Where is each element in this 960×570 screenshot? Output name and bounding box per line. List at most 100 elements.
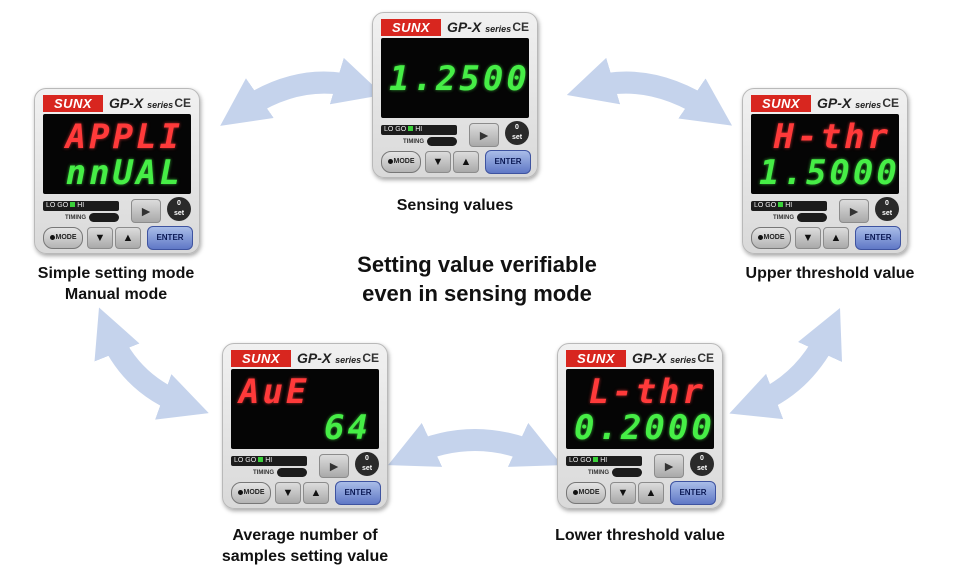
- down-button[interactable]: ▼: [275, 482, 301, 504]
- mode-button[interactable]: MODE: [43, 227, 83, 249]
- right-button[interactable]: ►: [131, 199, 161, 223]
- ce-mark: CE: [174, 96, 191, 110]
- timing-label: TIMING: [403, 139, 424, 145]
- up-button[interactable]: ▲: [823, 227, 849, 249]
- down-arrow-icon: ▼: [617, 487, 629, 499]
- display-line-red: H-thr: [773, 117, 891, 157]
- down-arrow-icon: ▼: [94, 232, 106, 244]
- model-name: GP-X series: [632, 350, 697, 366]
- caption-lower-threshold: Lower threshold value: [555, 527, 725, 544]
- timing-label: TIMING: [253, 470, 274, 476]
- timing-indicator: [89, 213, 119, 222]
- caption-sensing: Sensing values: [396, 197, 514, 214]
- brand-logo: SUNX: [751, 95, 811, 112]
- center-note: Setting value verifiable even in sensing…: [357, 252, 597, 306]
- right-button[interactable]: ►: [839, 199, 869, 223]
- ce-mark: CE: [512, 20, 529, 34]
- arrow-sensing-upper: [566, 57, 733, 126]
- timing-indicator: [277, 468, 307, 477]
- up-button[interactable]: ▲: [115, 227, 141, 249]
- arrow-lower-upper: [729, 307, 843, 420]
- up-arrow-icon: ▲: [460, 156, 472, 168]
- timing-label: TIMING: [65, 215, 86, 221]
- display-line-red: AuE: [239, 372, 310, 412]
- down-button[interactable]: ▼: [610, 482, 636, 504]
- right-button[interactable]: ►: [319, 454, 349, 478]
- down-button[interactable]: ▼: [425, 151, 451, 173]
- caption-simple-setting: Simple setting mode Manual mode: [37, 265, 195, 303]
- display-screen: APPLI nnUAL: [43, 114, 191, 194]
- enter-button[interactable]: ENTER: [670, 481, 716, 505]
- display-line-green: 1.5000: [759, 153, 900, 193]
- timing-label: TIMING: [588, 470, 609, 476]
- display-line-red: APPLI: [65, 117, 183, 157]
- bullet-icon: [237, 489, 243, 495]
- timing-indicator: [612, 468, 642, 477]
- mode-button[interactable]: MODE: [381, 151, 421, 173]
- ce-mark: CE: [362, 351, 379, 365]
- display-screen: 1.2500: [381, 38, 529, 118]
- timing-indicator: [427, 137, 457, 146]
- up-arrow-icon: ▲: [645, 487, 657, 499]
- down-button[interactable]: ▼: [87, 227, 113, 249]
- up-button[interactable]: ▲: [453, 151, 479, 173]
- enter-button[interactable]: ENTER: [485, 150, 531, 174]
- up-button[interactable]: ▲: [638, 482, 664, 504]
- go-lamp-icon: [778, 202, 784, 207]
- display-screen: H-thr 1.5000: [751, 114, 899, 194]
- up-arrow-icon: ▲: [830, 232, 842, 244]
- display-line-green: nnUAL: [65, 153, 183, 193]
- play-icon: ►: [139, 203, 153, 219]
- up-button[interactable]: ▲: [303, 482, 329, 504]
- mode-button[interactable]: MODE: [566, 482, 606, 504]
- bullet-icon: [757, 234, 763, 240]
- play-icon: ►: [477, 127, 491, 143]
- model-name: GP-X series: [447, 19, 512, 35]
- brand-logo: SUNX: [566, 350, 626, 367]
- up-arrow-icon: ▲: [122, 232, 134, 244]
- brand-logo: SUNX: [381, 19, 441, 36]
- down-button[interactable]: ▼: [795, 227, 821, 249]
- display-screen: L-thr 0.2000: [566, 369, 714, 449]
- display-line-green: 64: [324, 408, 371, 448]
- up-arrow-icon: ▲: [310, 487, 322, 499]
- display-screen: AuE 64: [231, 369, 379, 449]
- arrow-average-lower: [388, 422, 562, 467]
- model-name: GP-X series: [109, 95, 174, 111]
- model-name: GP-X series: [817, 95, 882, 111]
- timing-indicator: [797, 213, 827, 222]
- down-arrow-icon: ▼: [802, 232, 814, 244]
- go-lamp-icon: [258, 457, 264, 462]
- enter-button[interactable]: ENTER: [855, 226, 901, 250]
- ce-mark: CE: [882, 96, 899, 110]
- mode-button[interactable]: MODE: [231, 482, 271, 504]
- mode-button[interactable]: MODE: [751, 227, 791, 249]
- arrow-simple-sensing: [220, 57, 384, 126]
- down-arrow-icon: ▼: [282, 487, 294, 499]
- right-button[interactable]: ►: [654, 454, 684, 478]
- caption-average-samples: Average number of samples setting value: [221, 527, 389, 565]
- go-lamp-icon: [70, 202, 76, 207]
- enter-button[interactable]: ENTER: [147, 226, 193, 250]
- display-line-green: 1.2500: [389, 59, 530, 99]
- play-icon: ►: [662, 458, 676, 474]
- play-icon: ►: [327, 458, 341, 474]
- ce-mark: CE: [697, 351, 714, 365]
- enter-button[interactable]: ENTER: [335, 481, 381, 505]
- right-button[interactable]: ►: [469, 123, 499, 147]
